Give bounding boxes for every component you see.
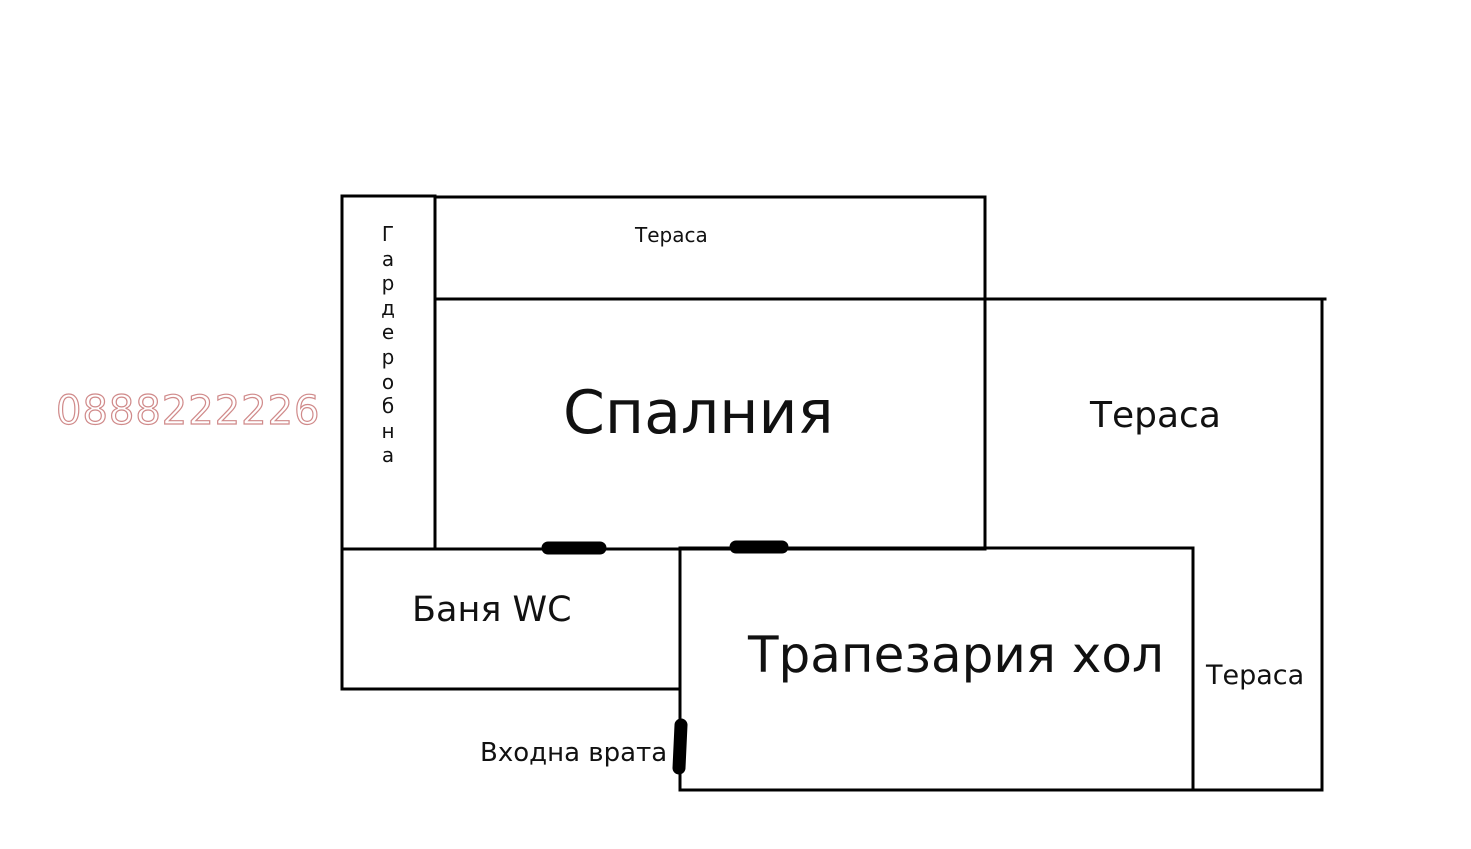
room-label-dining-living: Трапезария хол bbox=[748, 626, 1164, 684]
room-label-terrace-right: Тераса bbox=[1090, 395, 1221, 436]
wardrobe-letter: р bbox=[381, 271, 395, 296]
watermark-phone: 0888222226 bbox=[55, 387, 321, 434]
wardrobe-letter: о bbox=[381, 369, 395, 394]
room-label-wardrobe: Г а р д е р о б н а bbox=[378, 222, 398, 468]
wardrobe-letter: д bbox=[381, 295, 395, 320]
wardrobe-letter: е bbox=[381, 320, 395, 345]
room-label-terrace-top: Тераса bbox=[635, 223, 708, 247]
room-label-terrace-side: Тераса bbox=[1206, 660, 1305, 691]
wardrobe-letter: б bbox=[381, 394, 395, 419]
label-entrance-door: Входна врата bbox=[480, 738, 668, 768]
door-entrance bbox=[672, 718, 688, 775]
wardrobe-letter: а bbox=[381, 246, 395, 271]
wardrobe-letter: а bbox=[381, 443, 395, 468]
wardrobe-letter: Г bbox=[381, 222, 395, 246]
room-label-bathroom: Баня WC bbox=[412, 590, 572, 630]
room-label-bedroom: Спалния bbox=[563, 378, 834, 448]
wardrobe-letter: р bbox=[381, 344, 395, 369]
wardrobe-letter: н bbox=[381, 418, 395, 443]
